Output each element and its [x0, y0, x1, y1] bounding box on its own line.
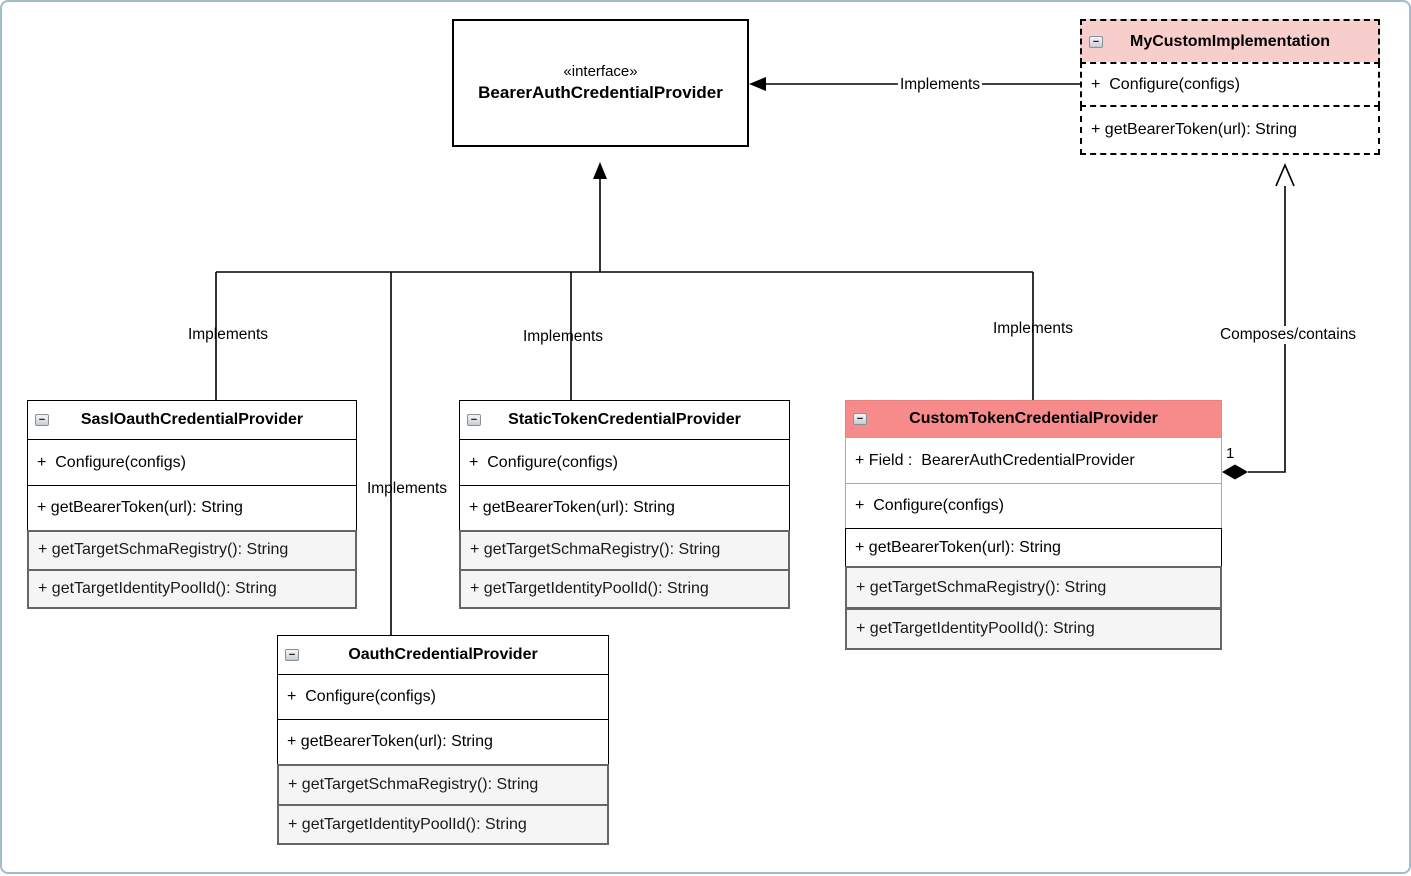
method-row: + getBearerToken(url): String [277, 719, 609, 765]
method-row: + getTargetIdentityPoolId(): String [459, 569, 790, 609]
field-row: + Field : BearerAuthCredentialProvider [845, 436, 1222, 485]
method-row: + getBearerToken(url): String [459, 485, 790, 531]
edge-label-composes-contains: Composes/contains [1217, 326, 1359, 344]
edge-label-implements-middle: Implements [522, 328, 604, 345]
open-arrowhead [1275, 162, 1295, 187]
interface-name: BearerAuthCredentialProvider [478, 83, 723, 102]
edge-label-implements-right: Implements [992, 320, 1074, 337]
collapse-minus-icon[interactable]: − [285, 649, 299, 661]
class-title: OauthCredentialProvider [348, 646, 538, 663]
method-row: + getTargetIdentityPoolId(): String [27, 569, 357, 609]
edge-label-implements-top: Implements [897, 76, 983, 94]
composition-diamond [1222, 464, 1248, 480]
class-box-oauth-credential-provider[interactable]: − OauthCredentialProvider + Configure(co… [277, 635, 609, 845]
collapse-minus-icon[interactable]: − [1089, 35, 1103, 48]
class-box-my-custom-implementation[interactable]: − MyCustomImplementation + Configure(con… [1080, 19, 1380, 155]
filled-arrowhead-up [593, 162, 607, 179]
method-row: + getTargetSchmaRegistry(): String [845, 566, 1222, 609]
edge-label-implements-left: Implements [187, 326, 269, 343]
class-box-static-token-credential-provider[interactable]: − StaticTokenCredentialProvider + Config… [459, 400, 790, 609]
collapse-minus-icon[interactable]: − [853, 413, 867, 425]
filled-arrowhead-left [749, 77, 766, 91]
class-title: StaticTokenCredentialProvider [508, 411, 741, 428]
method-row: + Configure(configs) [277, 673, 609, 721]
class-box-custom-token-credential-provider[interactable]: − CustomTokenCredentialProvider + Field … [845, 400, 1222, 650]
method-row: + Configure(configs) [845, 483, 1222, 529]
method-row: + Configure(configs) [459, 438, 790, 487]
method-row: + getBearerToken(url): String [27, 485, 357, 531]
class-title: MyCustomImplementation [1129, 32, 1330, 50]
interface-box-bearer-auth-credential-provider[interactable]: «interface» BearerAuthCredentialProvider [452, 19, 749, 147]
interface-stereotype: «interface» [563, 63, 638, 80]
method-row: + getTargetIdentityPoolId(): String [845, 607, 1222, 650]
method-row: + Configure(configs) [27, 438, 357, 487]
method-row: + getBearerToken(url): String [845, 527, 1222, 568]
method-row: + getTargetSchmaRegistry(): String [459, 529, 790, 571]
method-row: + getTargetSchmaRegistry(): String [27, 529, 357, 571]
collapse-minus-icon[interactable]: − [35, 414, 49, 426]
collapse-minus-icon[interactable]: − [467, 414, 481, 426]
method-row: + getTargetSchmaRegistry(): String [277, 763, 609, 806]
method-row: + getTargetIdentityPoolId(): String [277, 804, 609, 845]
multiplicity-label: 1 [1226, 445, 1235, 462]
edge-label-implements-oauth: Implements [366, 480, 448, 497]
class-title: CustomTokenCredentialProvider [909, 410, 1158, 427]
method-row: + Configure(configs) [1080, 62, 1380, 107]
class-box-sasl-oauth-credential-provider[interactable]: − SaslOauthCredentialProvider + Configur… [27, 400, 357, 609]
class-title: SaslOauthCredentialProvider [80, 411, 304, 428]
method-row: + getBearerToken(url): String [1080, 105, 1380, 155]
